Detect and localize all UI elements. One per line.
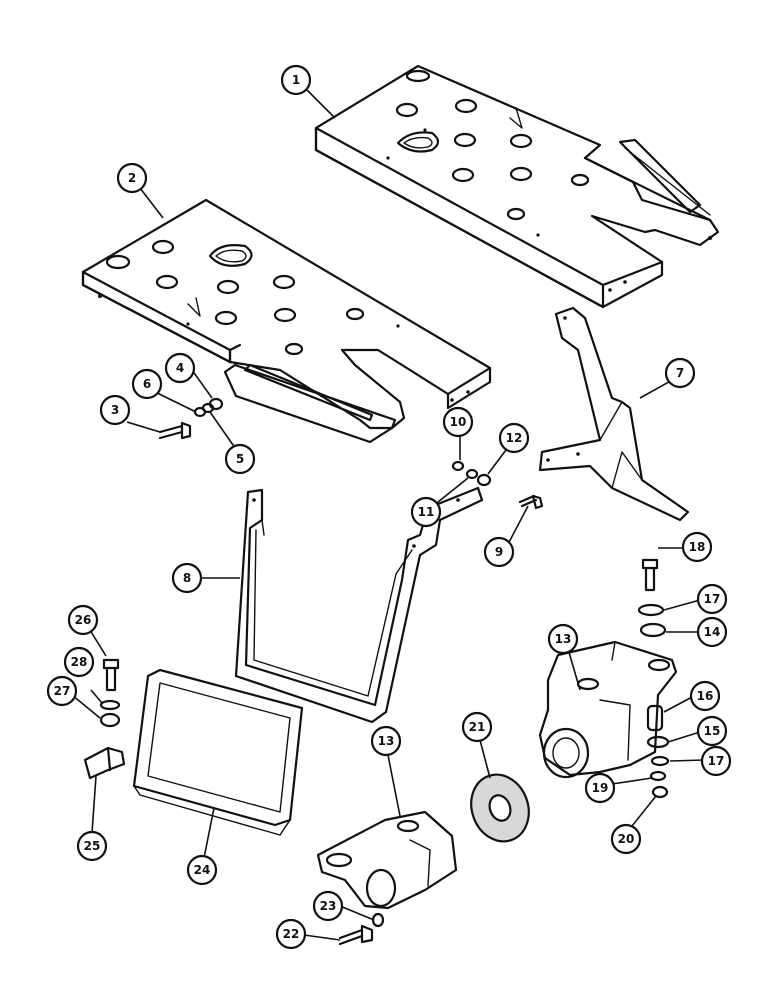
callout-5: 5: [224, 443, 256, 475]
leader-lines: [71, 89, 705, 941]
svg-text:28: 28: [71, 655, 88, 669]
svg-text:1: 1: [292, 73, 300, 87]
callout-22: 22: [275, 918, 307, 950]
part-8-u-strap: [234, 486, 484, 724]
svg-text:10: 10: [450, 415, 467, 429]
callout-24: 24: [186, 854, 218, 886]
svg-text:12: 12: [506, 431, 523, 445]
callout-3: 3: [99, 394, 131, 426]
part-24-mat: [132, 668, 304, 836]
part-21-gasket: [470, 773, 530, 843]
svg-text:18: 18: [689, 540, 706, 554]
callout-27: 27: [46, 675, 78, 707]
svg-text:23: 23: [320, 899, 337, 913]
callout-23: 23: [312, 890, 344, 922]
svg-text:8: 8: [183, 571, 191, 585]
callout-12: 12: [498, 422, 530, 454]
callout-19: 19: [584, 772, 616, 804]
svg-text:20: 20: [618, 832, 635, 846]
svg-text:21: 21: [469, 720, 486, 734]
svg-text:16: 16: [697, 689, 714, 703]
callout-13-lower: 13: [370, 725, 402, 757]
callout-16: 16: [689, 680, 721, 712]
part-13-lower-casting: [316, 810, 458, 910]
svg-text:14: 14: [704, 625, 721, 639]
svg-text:13: 13: [555, 632, 572, 646]
part-2-left-footplate: [81, 198, 492, 444]
callout-2: 2: [116, 162, 148, 194]
callout-18: 18: [681, 531, 713, 563]
callout-15: 15: [696, 715, 728, 747]
svg-text:24: 24: [194, 863, 211, 877]
svg-text:7: 7: [676, 366, 684, 380]
callout-28: 28: [63, 646, 95, 678]
callout-9: 9: [483, 536, 515, 568]
svg-text:13: 13: [378, 734, 395, 748]
svg-text:11: 11: [418, 505, 435, 519]
callout-7: 7: [664, 357, 696, 389]
callout-17-upper: 17: [696, 583, 728, 615]
svg-text:22: 22: [283, 927, 300, 941]
svg-text:2: 2: [128, 171, 136, 185]
svg-text:4: 4: [176, 361, 184, 375]
callout-26: 26: [67, 604, 99, 636]
part-13-upper-casting: [538, 640, 678, 779]
callout-14: 14: [696, 616, 728, 648]
callout-4: 4: [164, 352, 196, 384]
callout-8: 8: [171, 562, 203, 594]
svg-text:3: 3: [111, 403, 119, 417]
part-1-right-footplate: [314, 64, 720, 309]
callout-1: 1: [280, 64, 312, 96]
callout-20: 20: [610, 823, 642, 855]
svg-text:9: 9: [495, 545, 503, 559]
fasteners: [83, 397, 670, 946]
callout-21: 21: [461, 711, 493, 743]
svg-text:6: 6: [143, 377, 151, 391]
svg-text:25: 25: [84, 839, 101, 853]
svg-text:26: 26: [75, 613, 92, 627]
callout-11: 11: [410, 496, 442, 528]
callout-10: 10: [442, 406, 474, 438]
callout-6: 6: [131, 368, 163, 400]
callout-13-upper: 13: [547, 623, 579, 655]
svg-text:17: 17: [708, 754, 725, 768]
svg-text:17: 17: [704, 592, 721, 606]
svg-text:5: 5: [236, 452, 244, 466]
part-7-bracket: [538, 306, 690, 522]
svg-text:27: 27: [54, 684, 71, 698]
callout-25: 25: [76, 830, 108, 862]
svg-text:15: 15: [704, 724, 721, 738]
callout-17-lower: 17: [700, 745, 732, 777]
svg-text:19: 19: [592, 781, 609, 795]
